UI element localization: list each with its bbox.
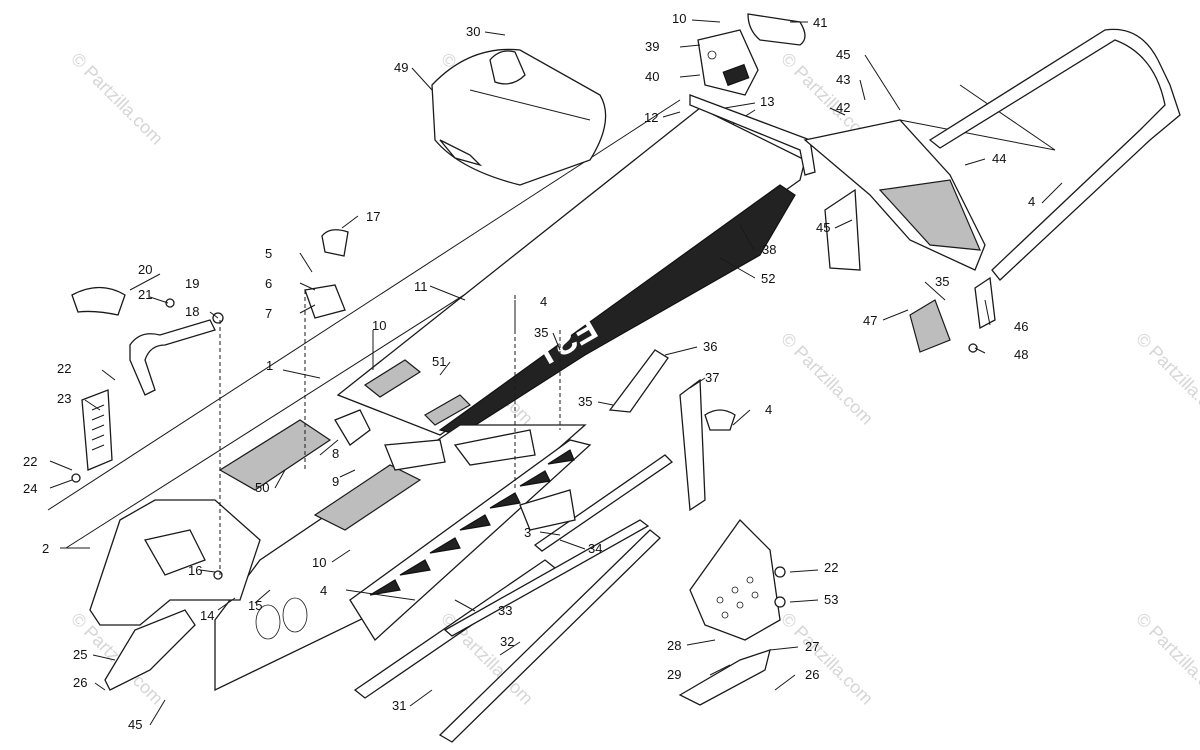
callout-51: 51 bbox=[432, 354, 446, 369]
watermark: © Partzilla.com bbox=[67, 49, 167, 149]
callout-30: 30 bbox=[466, 24, 480, 39]
callout-45: 45 bbox=[816, 220, 830, 235]
callout-39: 39 bbox=[645, 39, 659, 54]
callout-41: 41 bbox=[813, 15, 827, 30]
callout-38: 38 bbox=[762, 242, 776, 257]
callout-53: 53 bbox=[824, 592, 838, 607]
watermark: © Partzilla.com bbox=[777, 329, 877, 429]
left-side-parts bbox=[71, 229, 349, 471]
callout-2: 2 bbox=[42, 541, 49, 556]
callout-31: 31 bbox=[392, 698, 406, 713]
callout-7: 7 bbox=[265, 306, 272, 321]
callout-11: 11 bbox=[414, 279, 428, 294]
callout-22: 22 bbox=[57, 361, 71, 376]
callout-16: 16 bbox=[188, 563, 202, 578]
brace-brackets bbox=[519, 349, 736, 531]
callout-22: 22 bbox=[23, 454, 37, 469]
watermark: © Partzilla.com bbox=[1132, 329, 1200, 429]
callout-24: 24 bbox=[23, 481, 37, 496]
front-chassis bbox=[89, 499, 261, 626]
callout-29: 29 bbox=[667, 667, 681, 682]
callout-26: 26 bbox=[73, 675, 87, 690]
callout-6: 6 bbox=[265, 276, 272, 291]
callout-33: 33 bbox=[498, 603, 512, 618]
watermark: © Partzilla.com bbox=[1132, 609, 1200, 709]
callout-37: 37 bbox=[705, 370, 719, 385]
callout-4: 4 bbox=[320, 583, 327, 598]
callout-35: 35 bbox=[534, 325, 548, 340]
callout-26: 26 bbox=[805, 667, 819, 682]
callout-27: 27 bbox=[805, 639, 819, 654]
callout-44: 44 bbox=[992, 151, 1006, 166]
foot-grips bbox=[218, 359, 536, 531]
callout-32: 32 bbox=[500, 634, 514, 649]
tunnel-side-panel bbox=[214, 424, 592, 692]
callout-42: 42 bbox=[836, 100, 850, 115]
callout-4: 4 bbox=[765, 402, 772, 417]
callout-36: 36 bbox=[703, 339, 717, 354]
callout-15: 15 bbox=[248, 598, 262, 613]
running-board-cutouts bbox=[369, 449, 575, 596]
callout-21: 21 bbox=[138, 287, 152, 302]
callout-10: 10 bbox=[372, 318, 386, 333]
callout-3: 3 bbox=[524, 525, 531, 540]
callout-50: 50 bbox=[255, 480, 269, 495]
callout-48: 48 bbox=[1014, 347, 1028, 362]
callout-46: 46 bbox=[1014, 319, 1028, 334]
callout-35: 35 bbox=[578, 394, 592, 409]
callout-4: 4 bbox=[540, 294, 547, 309]
callout-1: 1 bbox=[266, 358, 273, 373]
callout-49: 49 bbox=[394, 60, 408, 75]
callout-28: 28 bbox=[667, 638, 681, 653]
hardware bbox=[71, 298, 978, 608]
callout-14: 14 bbox=[200, 608, 214, 623]
callout-19: 19 bbox=[185, 276, 199, 291]
callout-47: 47 bbox=[863, 313, 877, 328]
callout-12: 12 bbox=[644, 110, 658, 125]
callout-45: 45 bbox=[836, 47, 850, 62]
callout-4: 4 bbox=[1028, 194, 1035, 209]
callout-34: 34 bbox=[588, 541, 602, 556]
callout-25: 25 bbox=[73, 647, 87, 662]
callout-labels: 1 2 3 4 4 4 4 5 6 7 8 9 10 10 10 11 12 1… bbox=[23, 11, 1035, 732]
rails bbox=[353, 454, 674, 743]
callout-43: 43 bbox=[836, 72, 850, 87]
right-footrest bbox=[678, 518, 781, 706]
callout-17: 17 bbox=[366, 209, 380, 224]
callout-20: 20 bbox=[138, 262, 152, 277]
callout-35: 35 bbox=[935, 274, 949, 289]
storage-bag bbox=[431, 48, 607, 186]
callout-5: 5 bbox=[265, 246, 272, 261]
leader-lines bbox=[49, 19, 1063, 726]
callout-23: 23 bbox=[57, 391, 71, 406]
snow-flap bbox=[803, 119, 986, 271]
rear-bumper bbox=[928, 28, 1181, 330]
callout-13: 13 bbox=[760, 94, 774, 109]
callout-52: 52 bbox=[761, 271, 775, 286]
callout-45: 45 bbox=[128, 717, 142, 732]
callout-22: 22 bbox=[824, 560, 838, 575]
callout-8: 8 bbox=[332, 446, 339, 461]
callout-40: 40 bbox=[645, 69, 659, 84]
callout-10: 10 bbox=[672, 11, 686, 26]
watermark: © Partzilla.com bbox=[777, 609, 877, 709]
callout-18: 18 bbox=[185, 304, 199, 319]
front-toe-guard bbox=[104, 609, 196, 691]
callout-10: 10 bbox=[312, 555, 326, 570]
callout-9: 9 bbox=[332, 474, 339, 489]
